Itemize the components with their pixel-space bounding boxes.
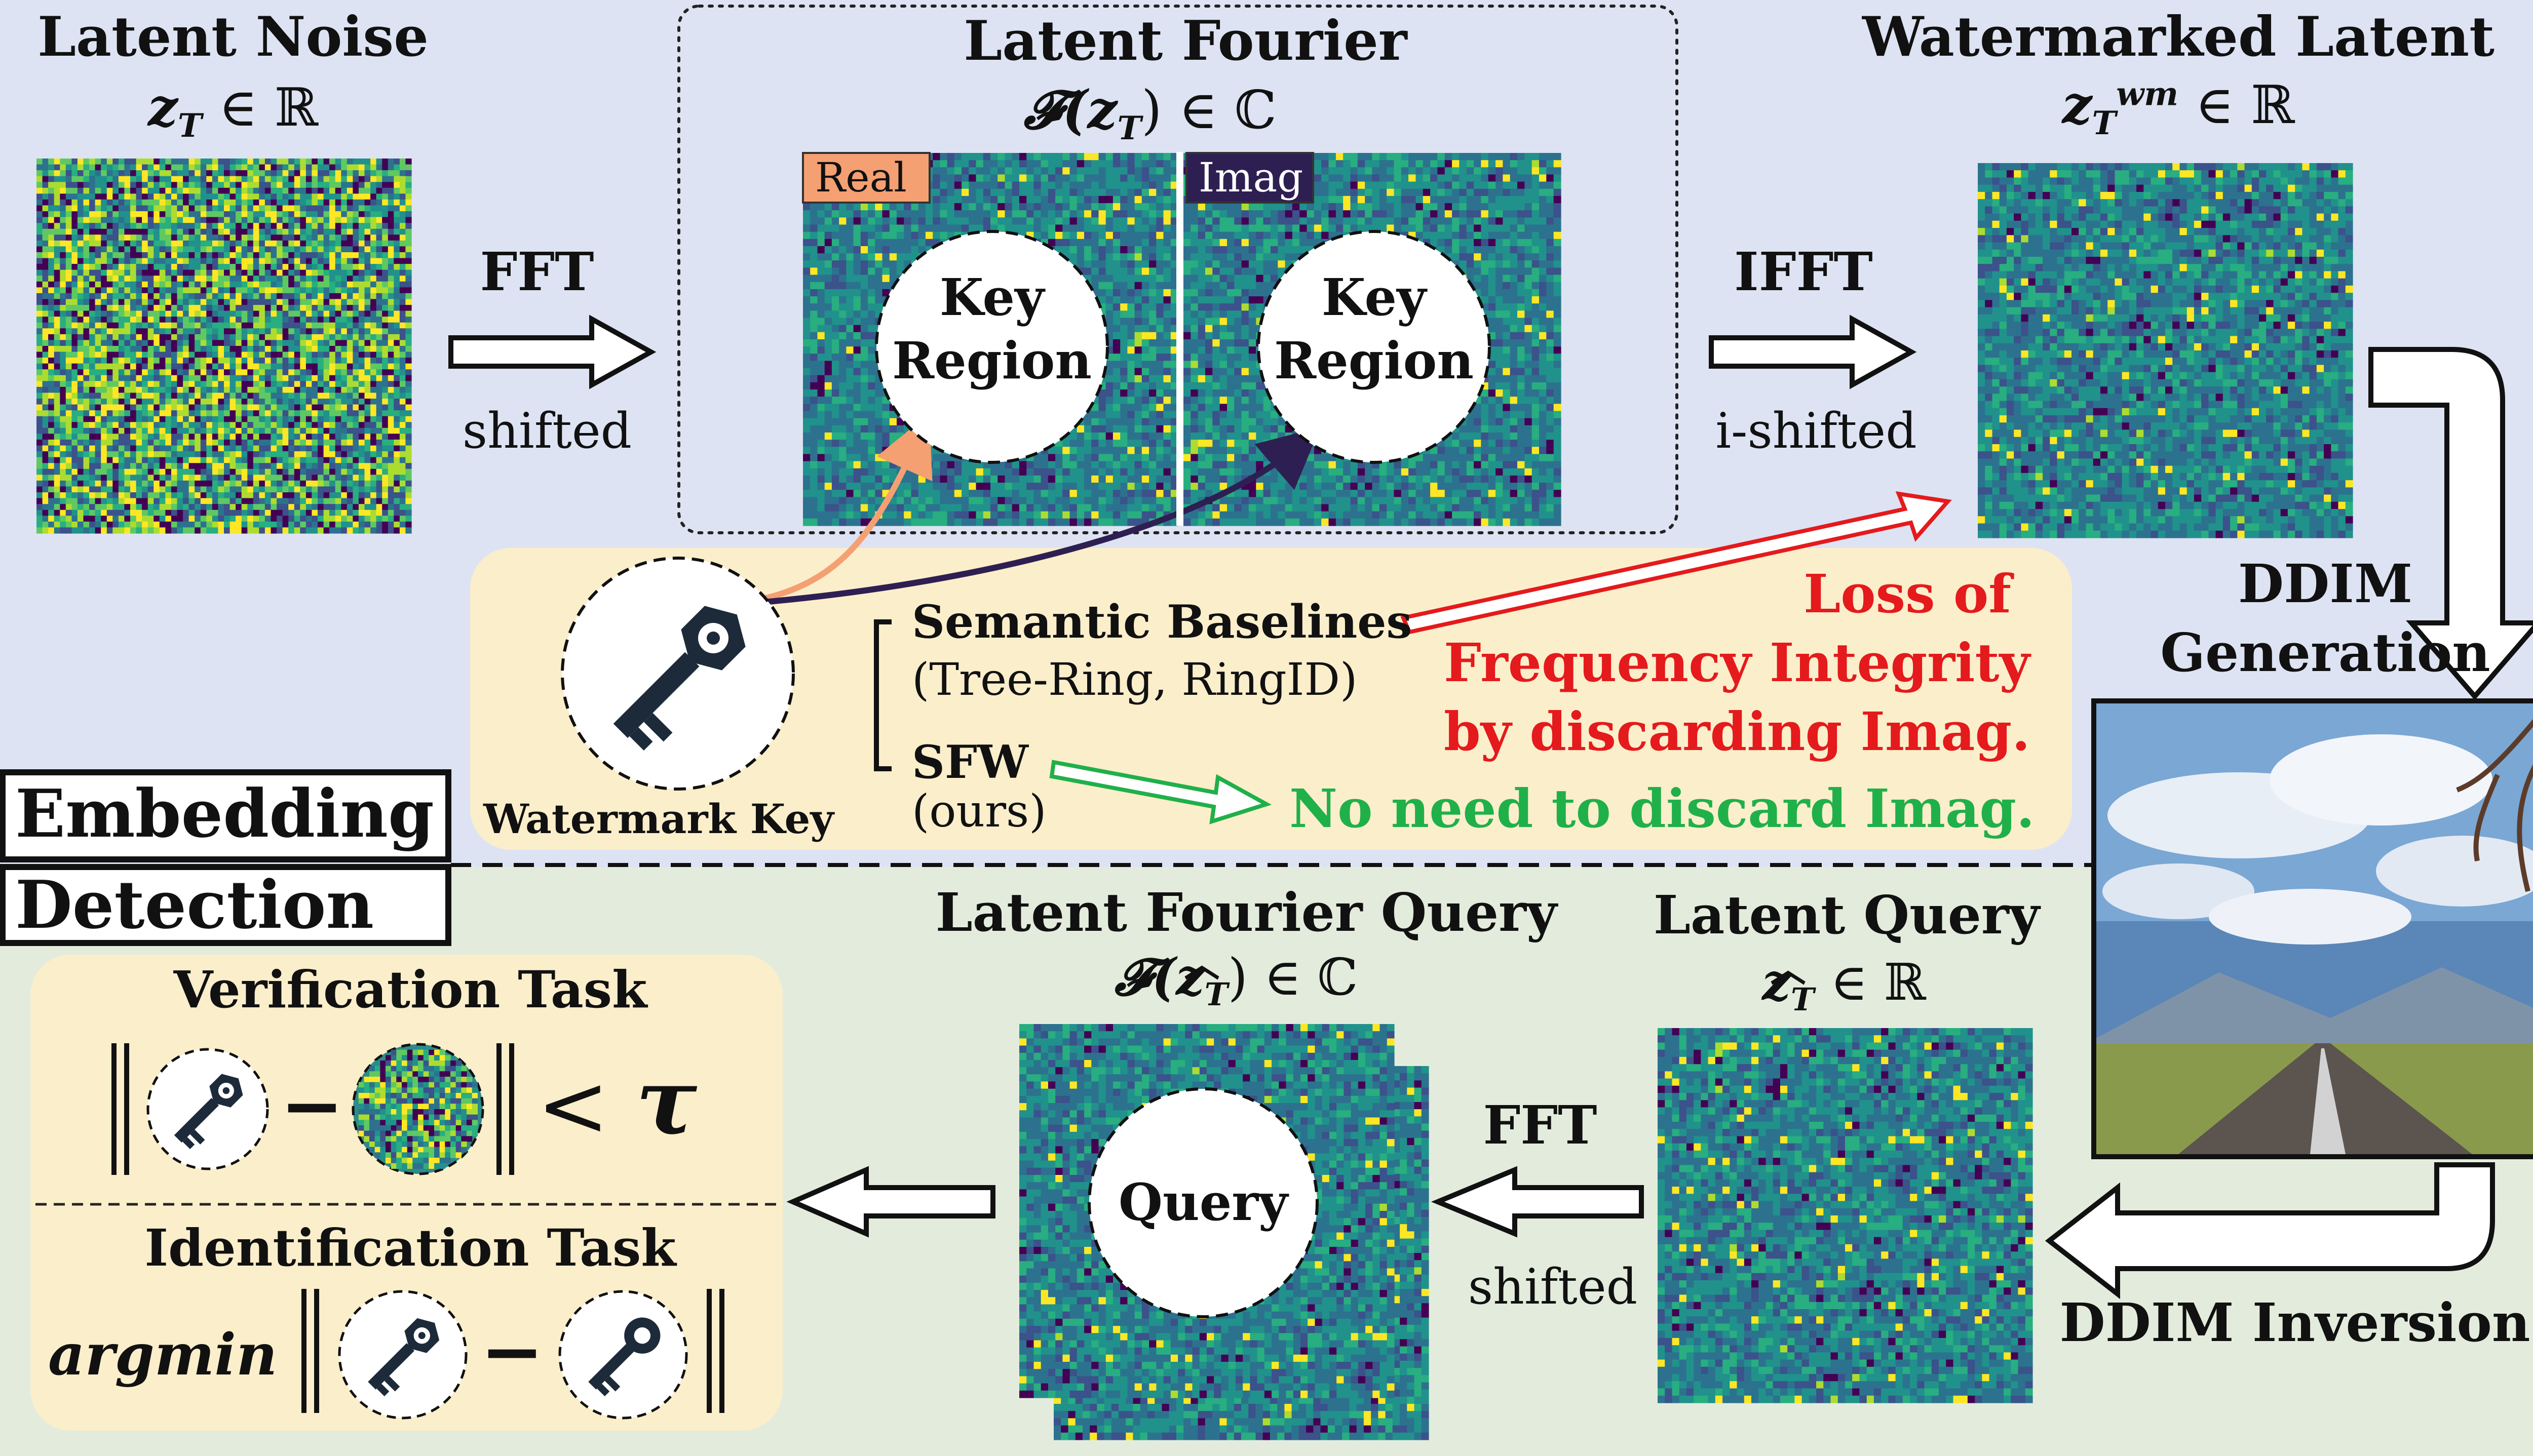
- fft-shifted-label: shifted: [463, 403, 632, 459]
- latent-noise-image: [36, 159, 412, 534]
- query-label: Query: [1119, 1172, 1288, 1232]
- ddim-inversion-label: DDIM Inversion: [2059, 1291, 2530, 1354]
- latent-fourier-query-title: Latent Fourier Query: [936, 881, 1557, 943]
- identification-argmin: argmin: [48, 1322, 277, 1388]
- latent-fourier-title: Latent Fourier: [964, 9, 1407, 73]
- generated-image: [2091, 698, 2533, 1159]
- detection-label: Detection: [15, 866, 374, 943]
- identification-formula-shapes: [301, 1289, 724, 1420]
- key-icon: [613, 606, 746, 751]
- semantic-baseline-arrow: [1400, 491, 1952, 635]
- sfw-arrow: [1049, 760, 1272, 824]
- real-imag-separator: [1176, 152, 1183, 526]
- latent-query-image: [1658, 1028, 2033, 1403]
- sfw-sub: (ours): [912, 785, 1047, 837]
- watermarked-latent-title: Watermarked Latent: [1862, 5, 2494, 69]
- verification-tau: τ: [636, 1048, 697, 1155]
- ddim-generation-arrow: [2368, 347, 2533, 700]
- imag-tag-box: [1185, 152, 1314, 204]
- verification-formula-shapes: [111, 1043, 514, 1175]
- fft-arrow: [448, 314, 657, 389]
- key-region-real-circle: [875, 230, 1109, 464]
- real-tag: Real: [803, 152, 919, 203]
- no-need-to-discard: No need to discard Imag.: [1289, 777, 2035, 840]
- imag-tag: Imag: [1186, 152, 1315, 203]
- verification-title: Verification Task: [174, 960, 647, 1019]
- sfw-title: SFW: [912, 735, 1028, 789]
- detection-fft-label: FFT: [1483, 1094, 1597, 1156]
- latent-noise-title: Latent Noise: [37, 5, 429, 69]
- ifft-arrow: [1709, 314, 1917, 389]
- key-to-real-arrow: [756, 413, 933, 603]
- latent-fourier-formula: 𝓕(zT) ∈ ℂ: [1023, 78, 1276, 147]
- watermark-key-label: Watermark Key: [483, 795, 834, 843]
- key-to-imag-arrow: [757, 427, 1321, 606]
- fft-label: FFT: [480, 241, 594, 303]
- to-tasks-arrow: [786, 1166, 995, 1238]
- ddim-inversion-arrow: [2045, 1162, 2495, 1300]
- query-circle: [1088, 1087, 1319, 1318]
- ifft-label: IFFT: [1734, 241, 1873, 303]
- latent-query-title: Latent Query: [1654, 884, 2040, 946]
- fourier-query-front-image: [1019, 1024, 1395, 1398]
- semantic-baselines-title: Semantic Baselines: [912, 595, 1412, 649]
- real-tag-box: [802, 152, 931, 204]
- identification-minus: −: [480, 1307, 544, 1396]
- verification-minus: −: [280, 1061, 344, 1150]
- key-region-imag-circle: [1257, 230, 1491, 464]
- identification-title: Identification Task: [144, 1218, 676, 1278]
- watermark-key-panel: [470, 548, 2072, 850]
- ifft-shifted-label: i-shifted: [1715, 403, 1916, 459]
- embedding-label: Embedding: [15, 775, 434, 852]
- latent-query-formula: ︿zT ∈ ℝ: [1762, 948, 1926, 1018]
- latent-fourier-frame: [677, 5, 1678, 534]
- watermarked-latent-formula: zTwm ∈ ℝ: [2062, 73, 2294, 142]
- detection-fft-arrow: [1431, 1166, 1644, 1238]
- baseline-brace: [874, 619, 892, 771]
- verification-less-than: <: [537, 1056, 609, 1156]
- watermarked-latent-image: [1978, 163, 2353, 538]
- detection-fft-shifted-label: shifted: [1468, 1258, 1637, 1315]
- embedding-label-box: [0, 769, 451, 862]
- latent-noise-formula: zT ∈ ℝ: [148, 76, 318, 145]
- latent-fourier-query-formula: 𝓕(︿zT) ∈ ℂ: [1115, 943, 1358, 1013]
- semantic-baselines-sub: (Tree-Ring, RingID): [912, 653, 1357, 705]
- detection-label-box: [0, 864, 451, 946]
